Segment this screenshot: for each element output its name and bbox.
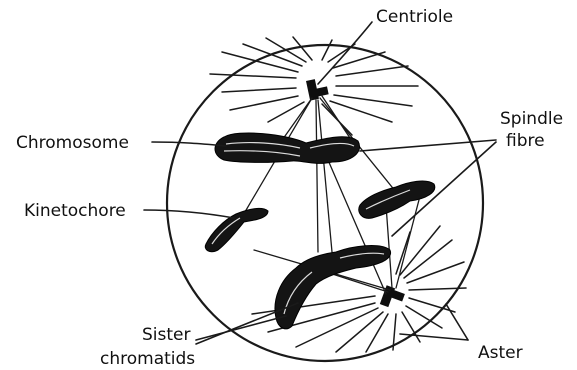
label-spindle-fibre-line2: fibre — [506, 131, 545, 151]
label-spindle-fibre-line1: Spindle — [500, 109, 563, 129]
chromosome-large — [215, 133, 360, 163]
label-sister-chromatids-line1: Sister — [142, 325, 191, 345]
label-centriole: Centriole — [376, 7, 453, 27]
chromosome-upper-right — [359, 181, 435, 218]
label-kinetochore: Kinetochore — [24, 201, 126, 221]
label-aster: Aster — [478, 343, 523, 363]
label-chromosome: Chromosome — [16, 133, 129, 153]
centriole-upper — [306, 79, 329, 100]
label-sister-chromatids-line2: chromatids — [100, 349, 195, 369]
